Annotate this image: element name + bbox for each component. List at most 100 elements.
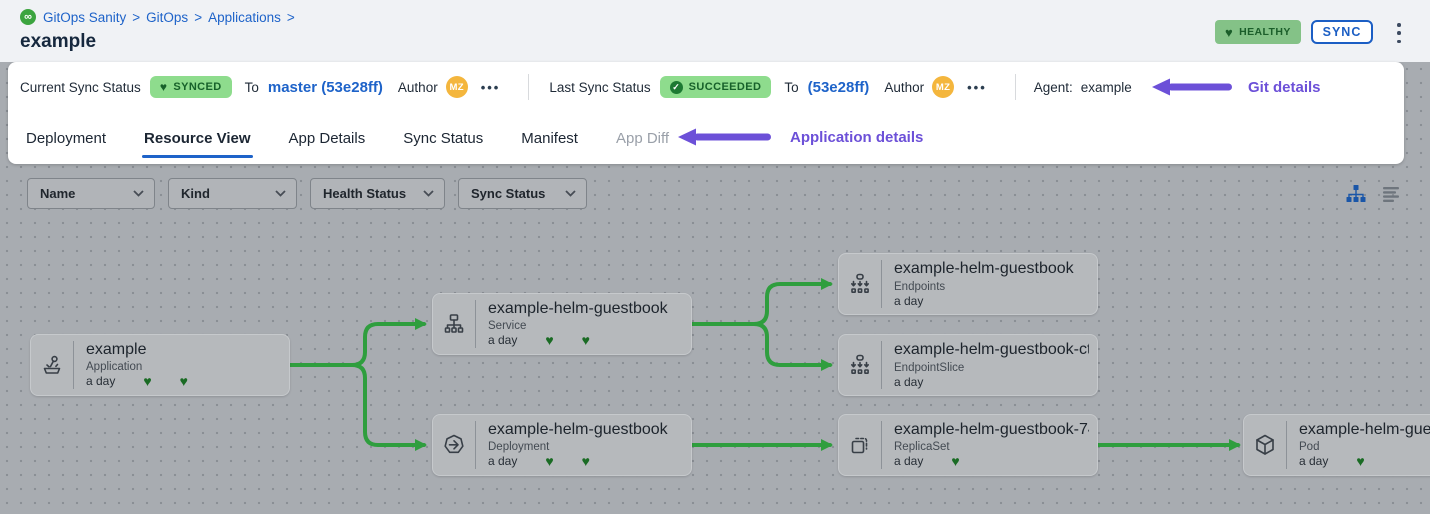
breadcrumb-separator: > <box>194 9 203 25</box>
deployment-icon <box>433 415 475 475</box>
node-age: a day <box>488 333 518 347</box>
health-status-badge: ♥ HEALTHY <box>1215 20 1301 44</box>
breadcrumb-separator: > <box>286 9 295 25</box>
sync-status-filter-dropdown[interactable]: Sync Status <box>458 178 587 209</box>
tree-node-endpointslice[interactable]: example-helm-guestbook-ct... EndpointSli… <box>838 334 1098 396</box>
node-title: example-helm-guestbook-74... <box>894 421 1089 438</box>
check-icon: ✓ <box>669 80 683 94</box>
breadcrumb-separator: > <box>132 9 141 25</box>
agent-label: Agent: <box>1033 79 1073 95</box>
service-icon <box>433 294 475 354</box>
tab-resource-view[interactable]: Resource View <box>142 112 253 164</box>
breadcrumb-link-gitops[interactable]: GitOps <box>146 9 189 25</box>
tree-node-service[interactable]: example-helm-guestbook Service a day ♥♥ <box>432 293 692 355</box>
application-icon <box>31 335 73 395</box>
node-age: a day <box>894 375 924 389</box>
tree-view-icon[interactable] <box>1346 184 1366 204</box>
node-title: example-helm-guestbook-ct... <box>894 341 1089 358</box>
sync-status-bar: Current Sync Status ♥ SYNCED To master (… <box>8 62 1404 112</box>
divider <box>881 260 882 308</box>
node-health-icons: ♥ <box>923 454 959 468</box>
tree-node-replicaset[interactable]: example-helm-guestbook-74... ReplicaSet … <box>838 414 1098 476</box>
node-health-icons: ♥♥ <box>115 374 188 388</box>
health-heart-icon: ♥ <box>179 373 188 389</box>
node-age: a day <box>488 454 518 468</box>
divider <box>881 341 882 389</box>
gitops-logo-icon: ∞ <box>20 9 36 25</box>
chevron-down-icon <box>133 190 144 197</box>
heart-icon: ♥ <box>159 80 168 94</box>
view-toggle <box>1346 184 1400 204</box>
health-heart-icon: ♥ <box>545 453 554 469</box>
tab-manifest[interactable]: Manifest <box>521 129 578 147</box>
node-title: example-helm-guestbook <box>488 421 668 438</box>
tab-sync-status[interactable]: Sync Status <box>403 129 484 147</box>
tab-app-diff[interactable]: App Diff <box>615 129 670 147</box>
heart-icon: ♥ <box>1225 24 1234 40</box>
node-age: a day <box>86 374 116 388</box>
synced-badge: ♥ SYNCED <box>149 76 232 98</box>
last-revision-link[interactable]: (53e28ff) <box>807 78 870 96</box>
divider <box>1286 421 1287 469</box>
health-heart-icon: ♥ <box>545 332 554 348</box>
replicaset-icon <box>839 415 881 475</box>
health-heart-icon: ♥ <box>951 453 960 469</box>
app-status-panel: Current Sync Status ♥ SYNCED To master (… <box>8 62 1404 164</box>
app-tabs: Deployment Resource View App Details Syn… <box>8 112 1404 164</box>
breadcrumb-link-gitops-sanity[interactable]: GitOps Sanity <box>43 9 127 25</box>
node-age: a day <box>894 454 924 468</box>
divider <box>1014 74 1016 100</box>
divider <box>475 421 476 469</box>
breadcrumb-link-applications[interactable]: Applications <box>208 9 281 25</box>
tree-node-deployment[interactable]: example-helm-guestbook Deployment a day … <box>432 414 692 476</box>
node-age: a day <box>894 294 924 308</box>
health-heart-icon: ♥ <box>143 373 152 389</box>
more-options-icon[interactable]: ••• <box>480 79 501 95</box>
endpointslice-icon <box>839 335 881 395</box>
git-details-arrow-icon <box>1152 78 1232 96</box>
node-kind: Pod <box>1299 440 1320 453</box>
node-kind: EndpointSlice <box>894 361 965 374</box>
current-sync-status-label: Current Sync Status <box>20 79 141 95</box>
succeeded-badge: ✓ SUCCEEDED <box>659 76 772 98</box>
sync-button[interactable]: SYNC <box>1311 20 1373 44</box>
author-label: Author <box>884 79 925 95</box>
tab-app-details[interactable]: App Details <box>288 129 366 147</box>
name-filter-dropdown[interactable]: Name <box>27 178 155 209</box>
git-details-annotation: Git details <box>1248 79 1321 96</box>
page-title: example <box>20 31 97 52</box>
list-view-icon[interactable] <box>1382 184 1400 204</box>
chevron-down-icon <box>423 190 434 197</box>
tab-deployment[interactable]: Deployment <box>26 129 107 147</box>
kind-filter-dropdown[interactable]: Kind <box>168 178 297 209</box>
divider <box>881 421 882 469</box>
tree-node-application[interactable]: example Application a day ♥♥ <box>30 334 290 396</box>
chevron-down-icon <box>275 190 286 197</box>
tree-node-pod[interactable]: example-helm-guest Pod a day ♥ <box>1243 414 1430 476</box>
to-label: To <box>784 79 799 95</box>
node-title: example-helm-guestbook <box>894 260 1074 277</box>
divider <box>475 300 476 348</box>
more-options-icon[interactable]: ••• <box>967 79 987 95</box>
endpoints-icon <box>839 254 881 314</box>
agent-value: example <box>1080 79 1132 95</box>
node-kind: Deployment <box>488 440 550 453</box>
application-details-arrow-icon <box>678 128 771 146</box>
current-revision-link[interactable]: master (53e28ff) <box>267 78 383 96</box>
node-health-icons: ♥ <box>1328 454 1364 468</box>
more-menu-icon[interactable] <box>1391 23 1407 43</box>
node-kind: ReplicaSet <box>894 440 950 453</box>
node-health-icons: ♥♥ <box>517 454 590 468</box>
health-heart-icon: ♥ <box>1356 453 1365 469</box>
node-health-icons: ♥♥ <box>517 333 590 347</box>
node-kind: Application <box>86 360 143 373</box>
health-status-filter-dropdown[interactable]: Health Status <box>310 178 445 209</box>
pod-icon <box>1244 415 1286 475</box>
health-heart-icon: ♥ <box>581 453 590 469</box>
tree-node-endpoints[interactable]: example-helm-guestbook Endpoints a day <box>838 253 1098 315</box>
health-heart-icon: ♥ <box>581 332 590 348</box>
author-avatar: MZ <box>445 76 468 98</box>
node-age: a day <box>1299 454 1329 468</box>
divider <box>528 74 530 100</box>
author-label: Author <box>397 79 438 95</box>
